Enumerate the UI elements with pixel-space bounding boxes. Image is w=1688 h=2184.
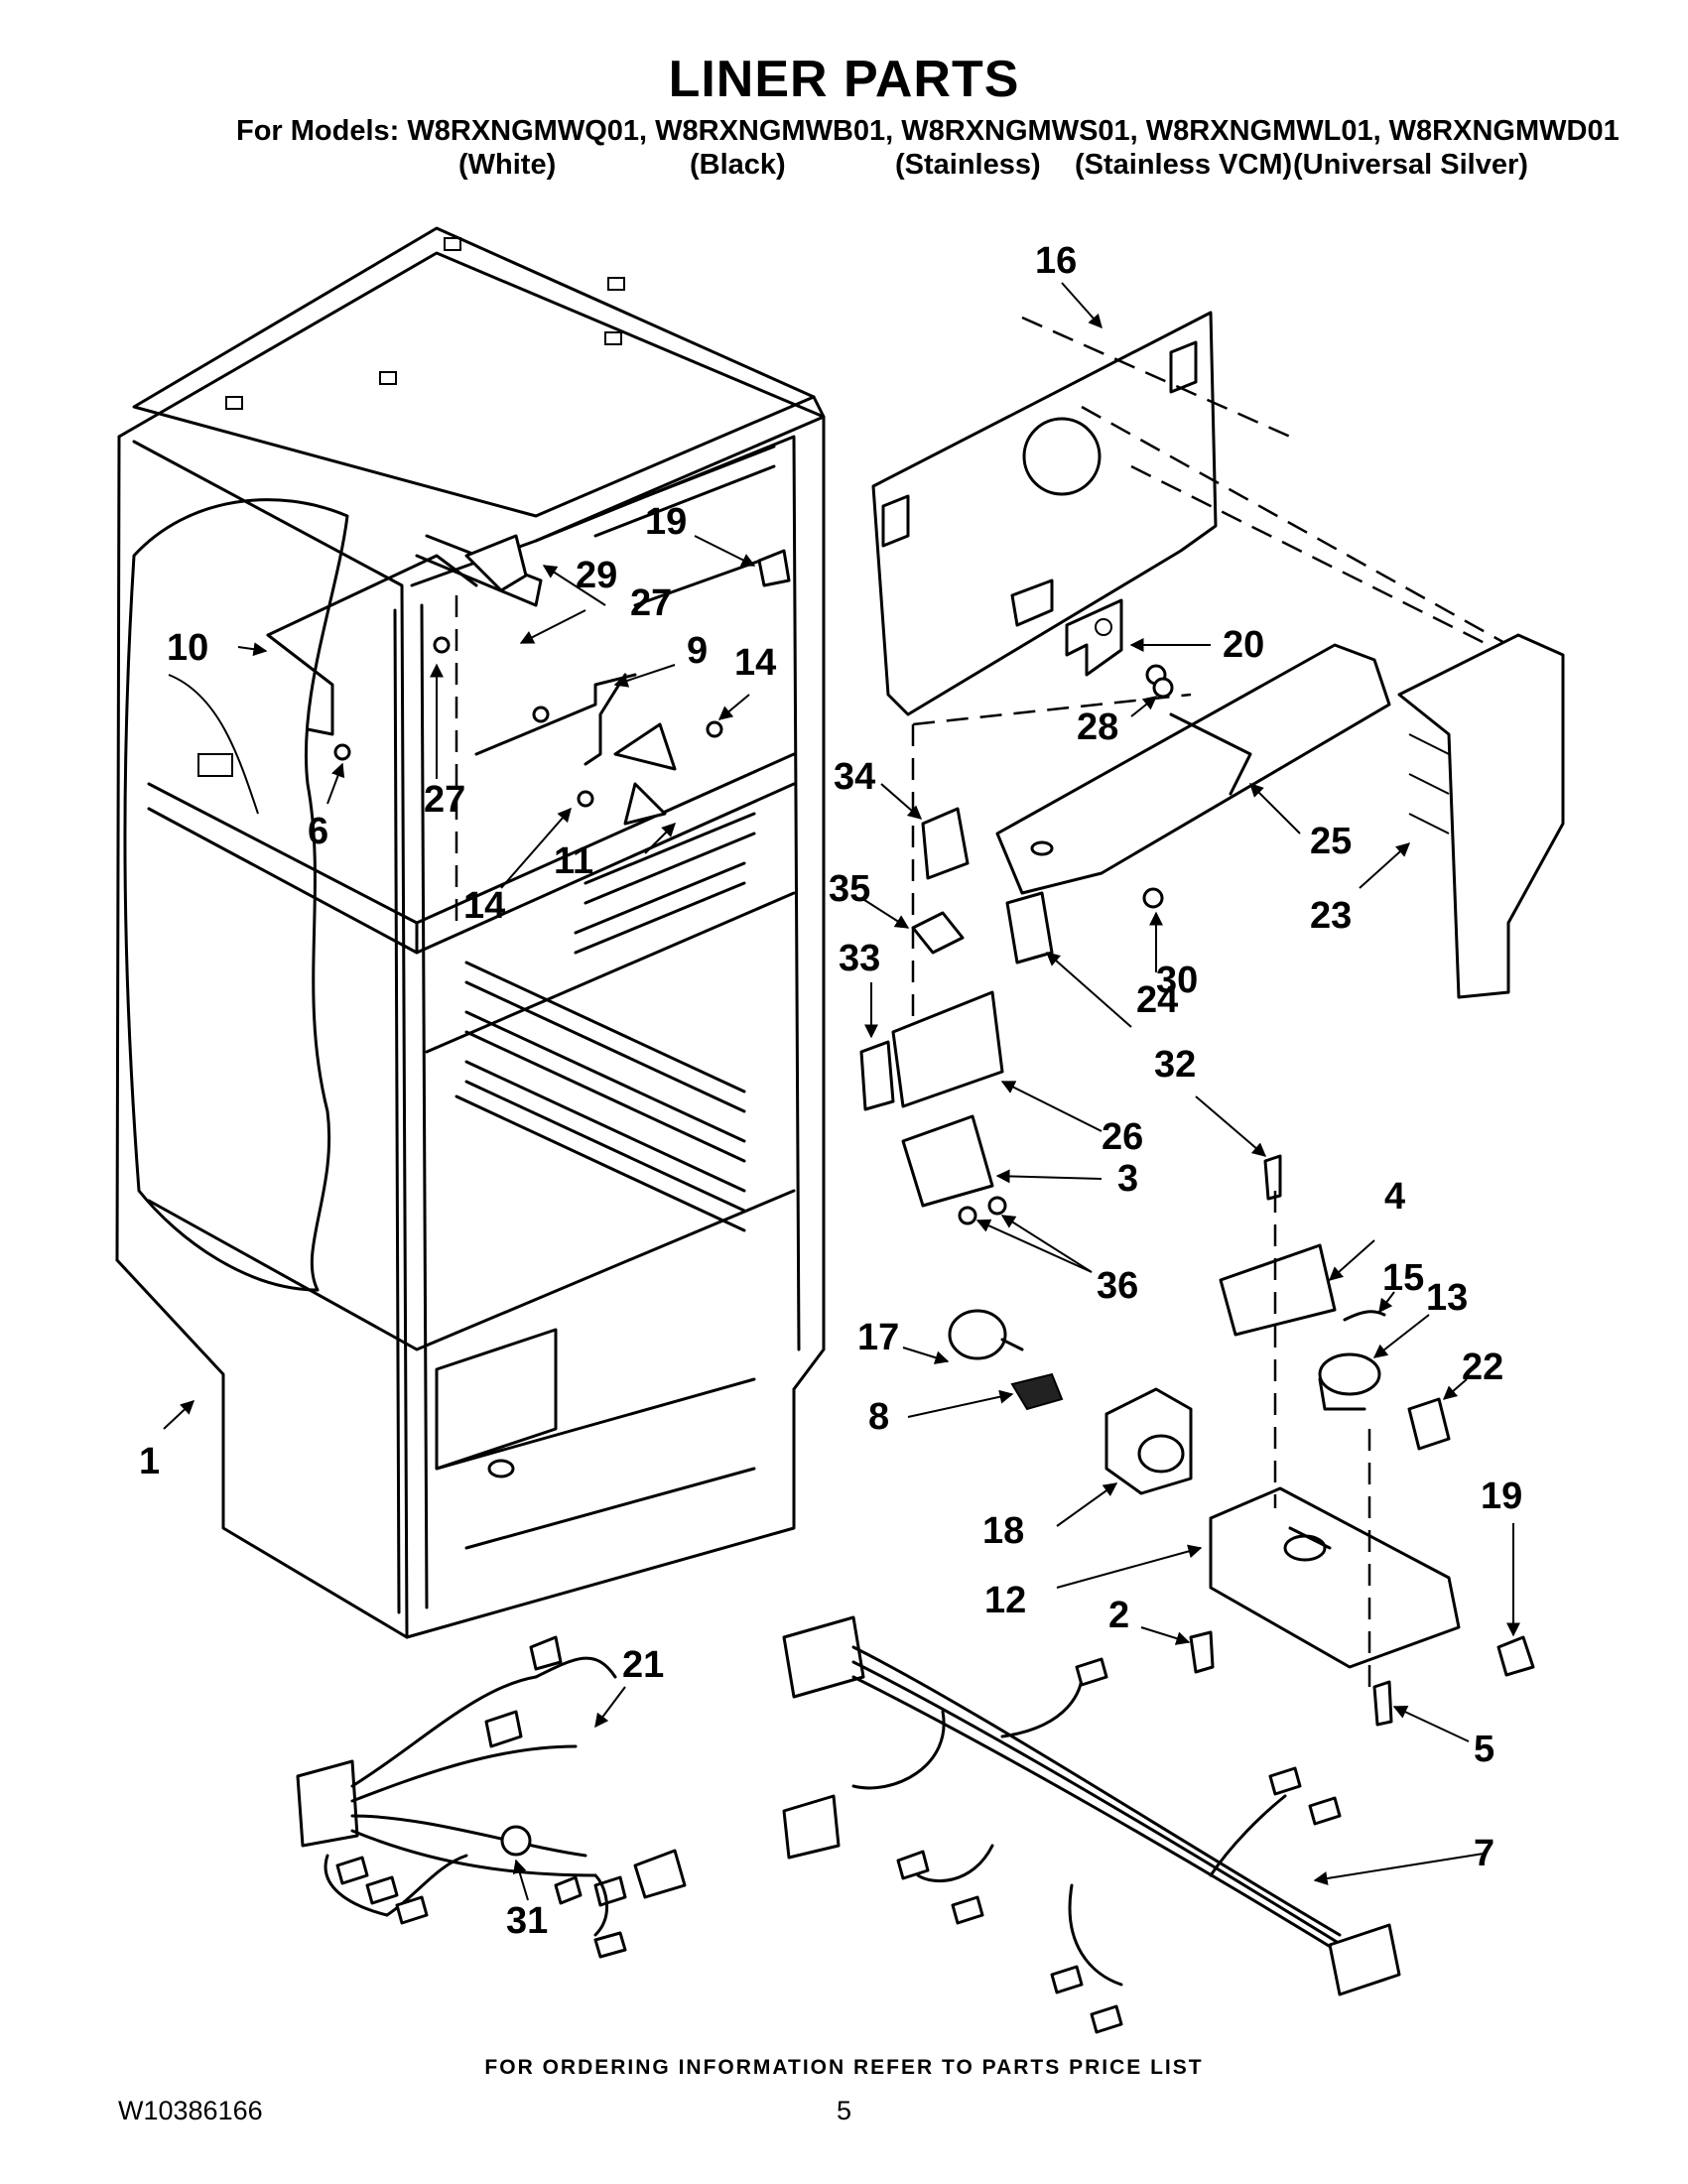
variant-universal-silver: (Universal Silver) <box>1293 149 1528 181</box>
wire-harness-right <box>782 1615 1401 2034</box>
callout-14-b: 14 <box>463 885 505 927</box>
callout-2: 2 <box>1108 1595 1129 1636</box>
variant-stainless-vcm: (Stainless VCM) <box>1075 149 1293 181</box>
callout-11: 11 <box>554 840 593 882</box>
callout-15: 15 <box>1382 1257 1424 1299</box>
callout-6: 6 <box>308 811 328 852</box>
small-parts <box>757 549 1535 1727</box>
callout-35: 35 <box>829 868 870 910</box>
variant-black: (Black) <box>690 149 786 181</box>
ordering-note: FOR ORDERING INFORMATION REFER TO PARTS … <box>484 2056 1204 2079</box>
evaporator-cover <box>871 311 1529 1032</box>
callout-29: 29 <box>576 555 617 596</box>
page-number: 5 <box>837 2096 852 2125</box>
variant-stainless: (Stainless) <box>895 149 1041 181</box>
callout-21: 21 <box>622 1644 664 1686</box>
callout-17: 17 <box>857 1317 899 1358</box>
callout-23: 23 <box>1310 895 1352 937</box>
wire-harness-left <box>296 1635 687 1959</box>
callout-16: 16 <box>1035 240 1077 282</box>
callout-28: 28 <box>1077 707 1118 748</box>
callout-3: 3 <box>1117 1158 1138 1200</box>
callout-13: 13 <box>1426 1277 1468 1319</box>
callout-9: 9 <box>687 630 708 672</box>
callout-18: 18 <box>982 1510 1024 1552</box>
page-title: LINER PARTS <box>668 51 1020 108</box>
callout-33: 33 <box>839 938 880 979</box>
callout-14-a: 14 <box>734 642 776 684</box>
document-number: W10386166 <box>118 2096 263 2125</box>
callout-labels: 1 2 3 4 5 6 7 8 9 10 11 12 13 14 14 15 1… <box>139 240 1522 1942</box>
callout-20: 20 <box>1223 624 1264 666</box>
callout-12: 12 <box>984 1580 1026 1621</box>
callout-31: 31 <box>506 1900 548 1942</box>
callout-19-b: 19 <box>1481 1476 1522 1517</box>
variant-white: (White) <box>458 149 557 181</box>
callout-24: 24 <box>1136 979 1178 1021</box>
liner-body <box>115 226 826 1639</box>
callout-leaders <box>163 282 1520 1901</box>
callout-5: 5 <box>1474 1729 1494 1770</box>
models-line: For Models: W8RXNGMWQ01, W8RXNGMWB01, W8… <box>236 115 1620 147</box>
callout-7: 7 <box>1474 1833 1494 1874</box>
callout-27-b: 27 <box>424 779 465 821</box>
callout-22: 22 <box>1462 1347 1503 1388</box>
callout-8: 8 <box>868 1396 889 1438</box>
callout-34: 34 <box>834 756 875 798</box>
fan-shroud <box>995 643 1391 895</box>
callout-26: 26 <box>1102 1116 1143 1158</box>
callout-32: 32 <box>1154 1044 1196 1086</box>
callout-36: 36 <box>1097 1265 1138 1307</box>
callout-4: 4 <box>1384 1176 1405 1218</box>
callout-19-a: 19 <box>645 501 687 543</box>
duct-cover <box>1397 633 1565 999</box>
callout-10: 10 <box>167 627 208 669</box>
callout-27-a: 27 <box>630 582 672 624</box>
callout-25: 25 <box>1310 821 1352 862</box>
callout-30: 30 <box>1156 960 1198 1001</box>
callout-1: 1 <box>139 1441 160 1482</box>
